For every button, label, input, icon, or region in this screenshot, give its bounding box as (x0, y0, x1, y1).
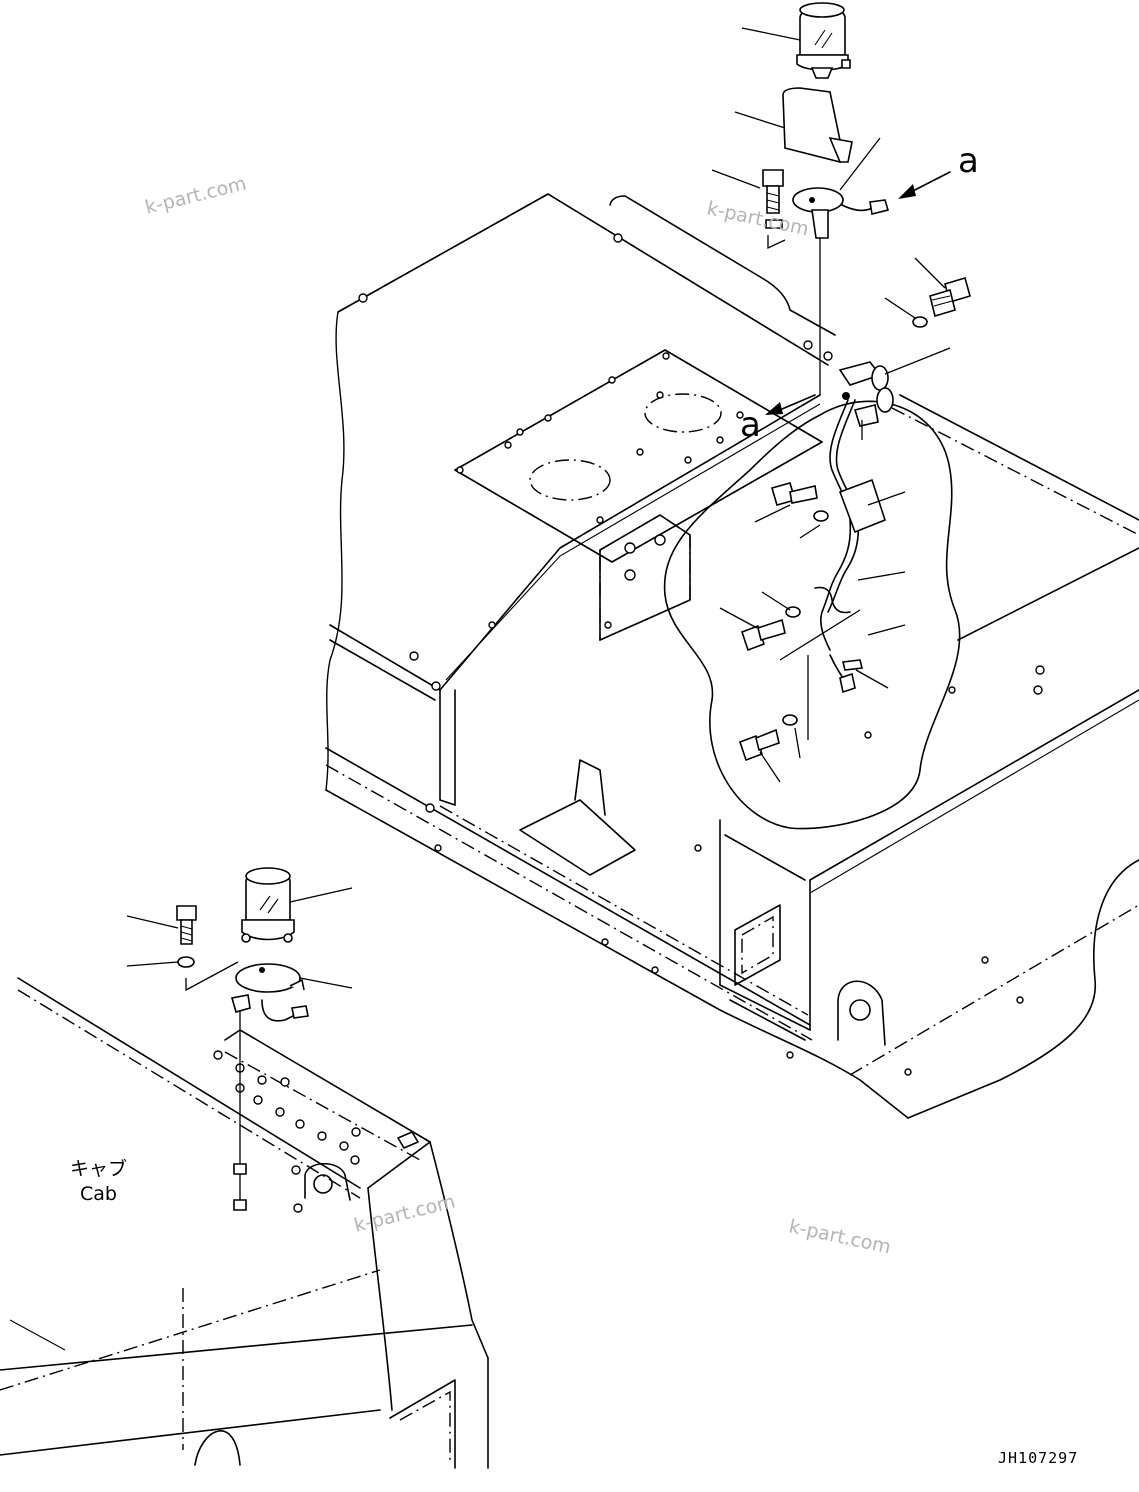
machine-body (325, 193, 1139, 1119)
cab-label-english: Cab (80, 1183, 117, 1205)
cab-roof-holes (213, 1050, 361, 1213)
body-fastener-dots (358, 233, 1045, 1076)
cab-label-japanese: キャブ (70, 1157, 127, 1180)
view-marker-lower: a (740, 405, 761, 445)
upper-rotating-lamp-assembly: a (711, 2, 979, 395)
watermark: k-part.com (143, 172, 249, 218)
relay-box-icon (838, 478, 886, 534)
terminal-connector-icon (839, 672, 856, 694)
cab-bolt-icon (176, 905, 197, 945)
view-marker-upper: a (958, 141, 979, 181)
watermark: k-part.com (787, 1215, 893, 1258)
arrowhead-icon (898, 184, 916, 199)
cable-connector-icon (869, 199, 890, 215)
harness-bolt-3-icon (738, 714, 798, 762)
spring-washer-icon (912, 316, 928, 328)
harness-bolt-1-icon (771, 482, 829, 522)
detail-cloud-boundary (663, 400, 961, 830)
bracket-bolt-icon (762, 169, 786, 250)
cab-rotating-lamp-assembly (126, 867, 353, 1211)
cab-body (0, 977, 489, 1469)
drawing-number: JH107297 (998, 1449, 1078, 1467)
hex-bolt-icon (929, 276, 971, 318)
cab-nut-icon (233, 1163, 247, 1175)
harness-bolt-2-icon (740, 606, 801, 652)
lamp-cable-lead (841, 204, 873, 212)
lamp-mount-bracket-icon (792, 187, 844, 395)
cab-rotating-lamp-icon (241, 867, 295, 943)
side-mount-bolt-assembly (884, 257, 971, 328)
rotating-lamp-icon (796, 2, 851, 79)
arrowhead-icon (765, 402, 783, 415)
cab-cable-connector-icon (291, 1005, 309, 1019)
lamp-guard-plate-icon (782, 87, 853, 163)
wiring-harness-detail: a (719, 347, 951, 783)
cab-lamp-cable (261, 999, 296, 1022)
clip-icon (842, 659, 863, 671)
cab-washer-icon (177, 956, 195, 968)
cab-lamp-bracket-icon (230, 963, 305, 1013)
cab-nut-icon (233, 1199, 247, 1211)
watermark: k-part.com (352, 1190, 458, 1236)
